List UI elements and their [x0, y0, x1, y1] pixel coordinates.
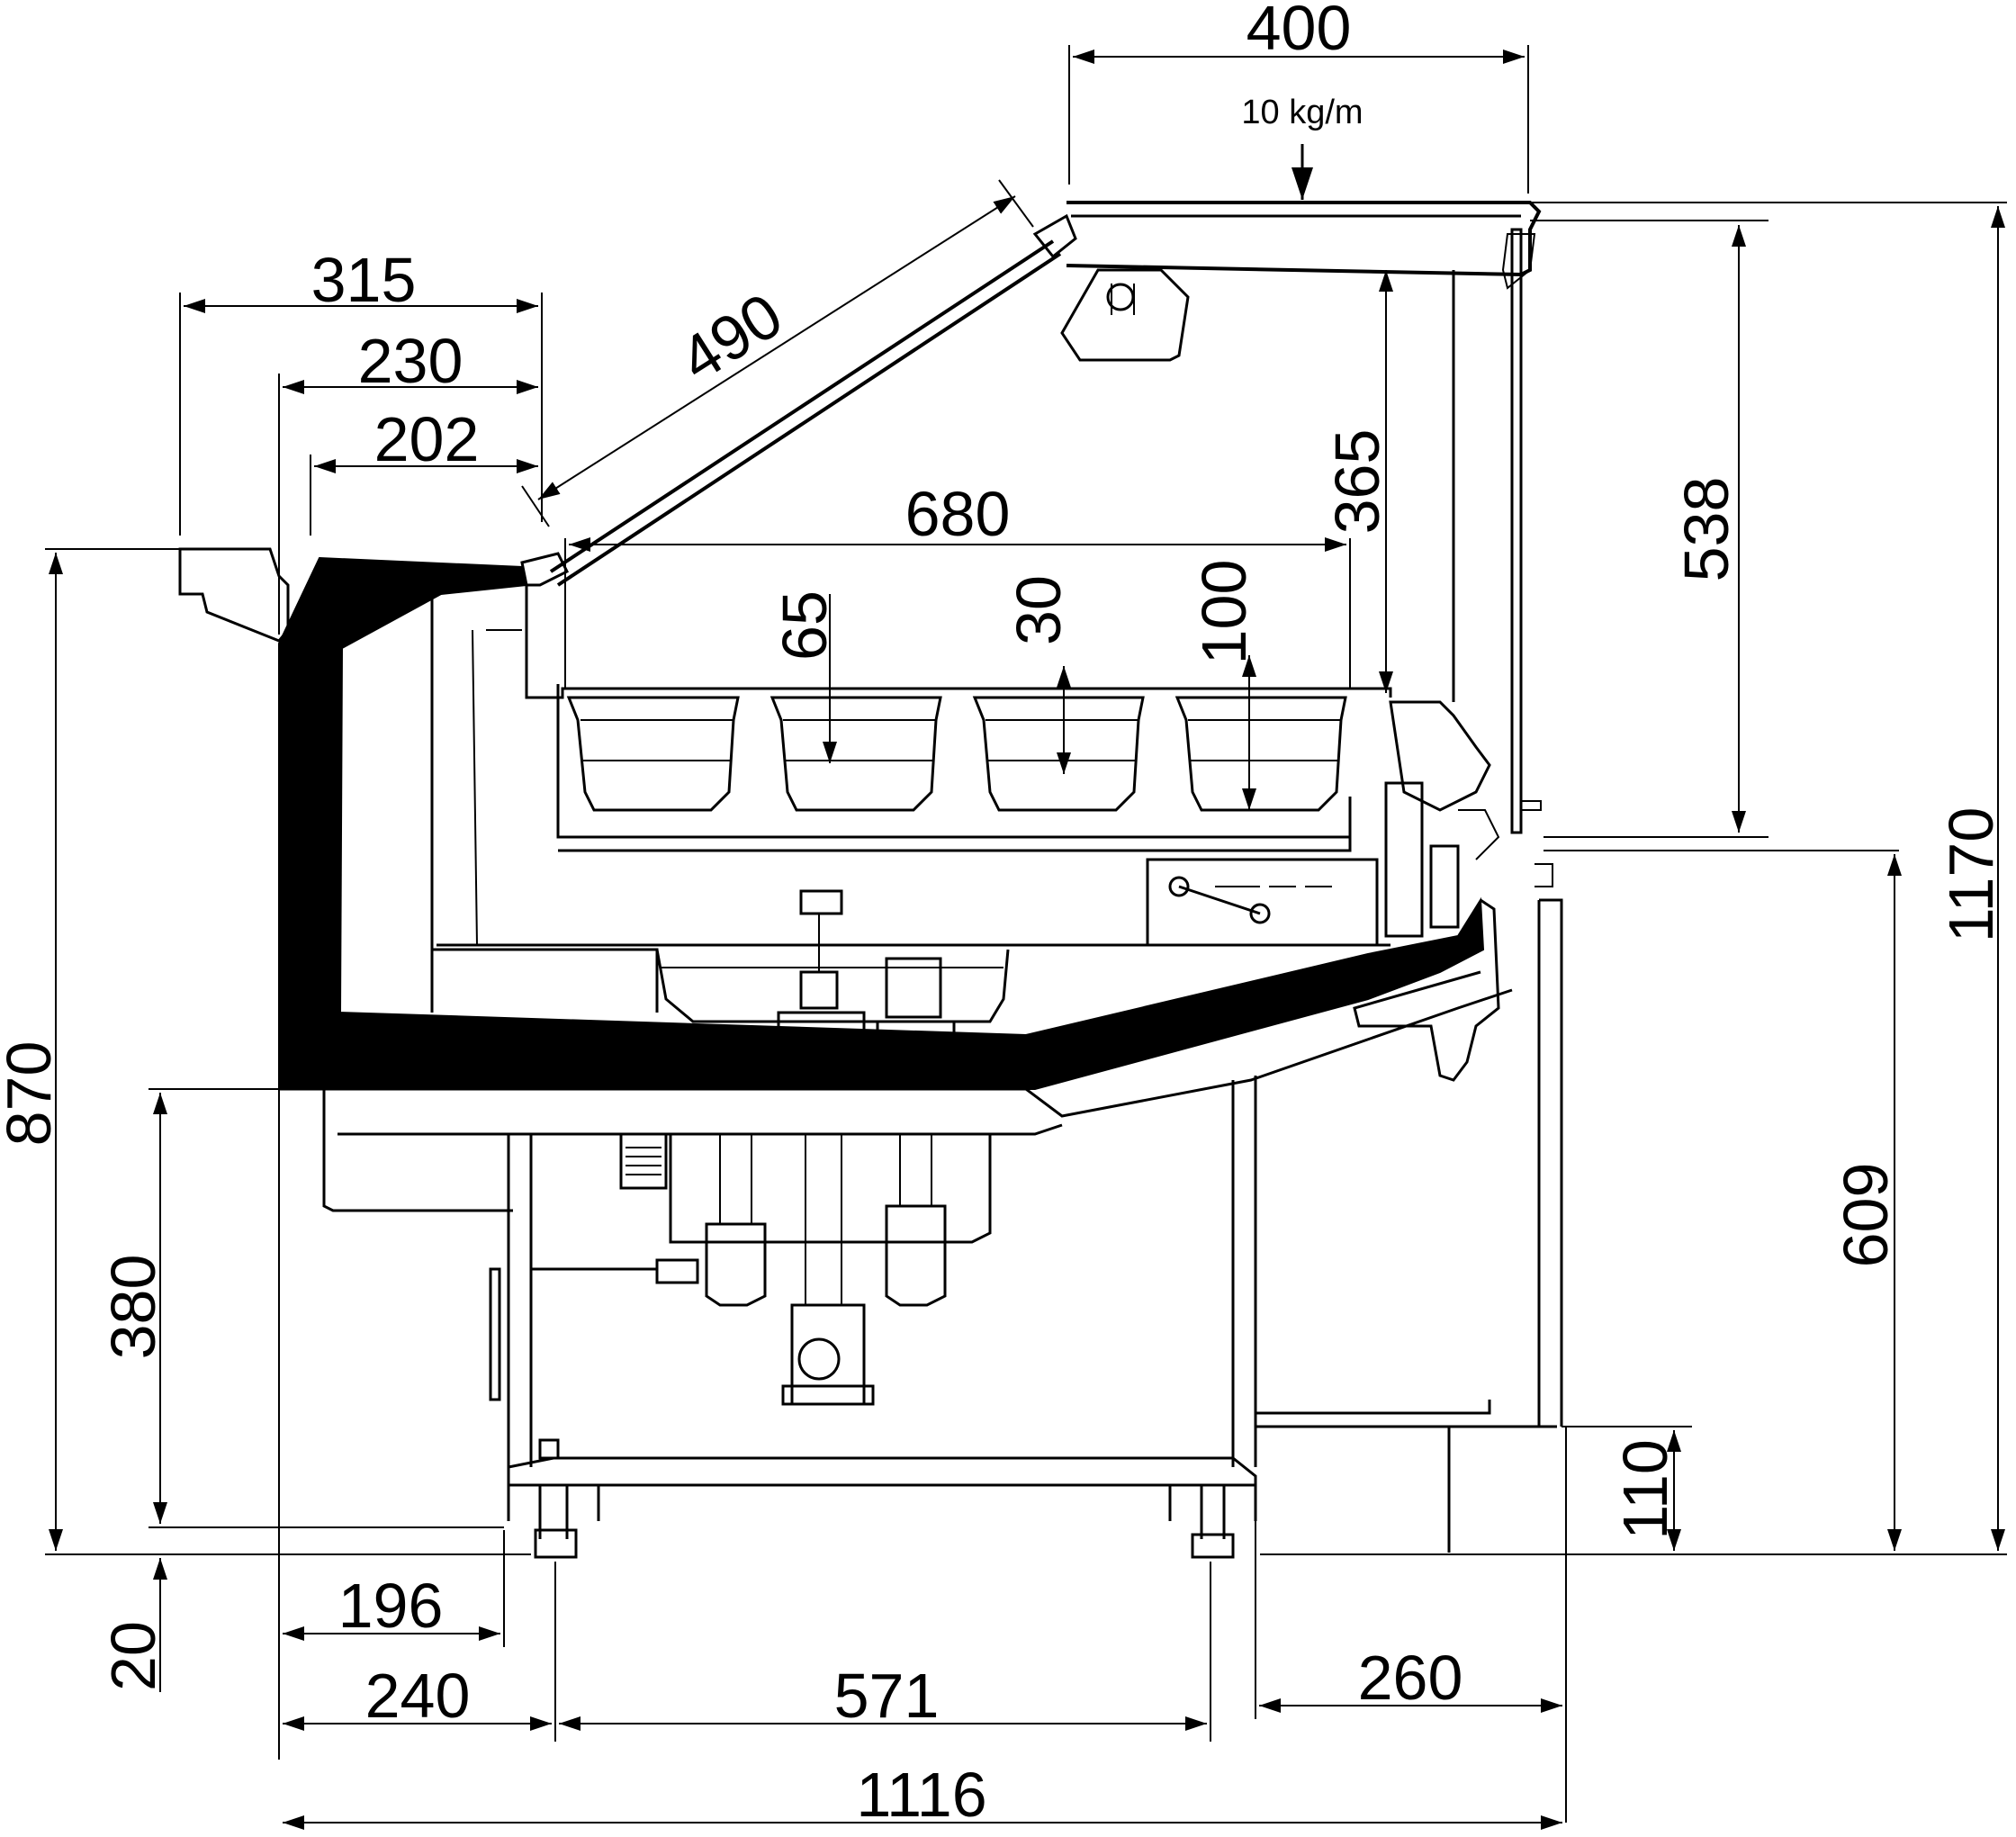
tray-3	[972, 696, 1145, 812]
dim-20: 20	[98, 1621, 168, 1691]
dim-65: 65	[770, 590, 840, 661]
top-shelf	[1066, 201, 1542, 277]
dim-571: 571	[834, 1661, 940, 1731]
dim-538: 538	[1671, 477, 1742, 582]
inner-well	[430, 594, 659, 1013]
dim-609: 609	[1831, 1163, 1901, 1268]
dim-110: 110	[1610, 1439, 1680, 1540]
dim-30: 30	[1004, 575, 1074, 645]
canopy-lamp	[1060, 268, 1190, 362]
right-frame	[1231, 1076, 1257, 1467]
left-frame	[507, 1134, 533, 1467]
dim-490: 490	[668, 280, 794, 395]
dim-315: 315	[311, 245, 417, 315]
control-box	[1146, 858, 1379, 947]
insulated-wall	[278, 556, 1485, 1090]
dim-1170: 1170	[1936, 807, 2006, 943]
counter-body	[178, 547, 1513, 1212]
gastronorm-trays	[566, 696, 1347, 812]
front-bumper	[1353, 898, 1500, 1082]
dim-202: 202	[374, 404, 480, 474]
dim-680: 680	[905, 479, 1011, 549]
dim-230: 230	[358, 326, 464, 396]
dim-380: 380	[98, 1255, 168, 1360]
dim-1116: 1116	[856, 1760, 986, 1830]
dim-365: 365	[1322, 429, 1392, 535]
chilling-area	[525, 585, 1392, 699]
rear-worktop	[178, 547, 290, 643]
bottom-shelf	[507, 1456, 1257, 1487]
rear-door	[1510, 228, 1523, 834]
dim-260: 260	[1358, 1643, 1463, 1713]
dim-100: 100	[1189, 560, 1259, 665]
adjustable-feet	[534, 1438, 1235, 1559]
dim-870: 870	[0, 1041, 64, 1147]
refrigeration-unit	[531, 1132, 992, 1406]
dim-400: 400	[1246, 0, 1352, 63]
base-slope	[279, 988, 1513, 1118]
tray-2	[770, 696, 942, 812]
interior	[436, 585, 1500, 1041]
tray-1	[566, 696, 740, 812]
tray-4	[1174, 696, 1347, 812]
load-label: 10 kg/m	[1241, 94, 1363, 131]
dim-196: 196	[338, 1571, 444, 1641]
dimension-lines	[45, 45, 2007, 1830]
undercarriage	[489, 863, 1563, 1559]
dim-240: 240	[365, 1661, 471, 1731]
